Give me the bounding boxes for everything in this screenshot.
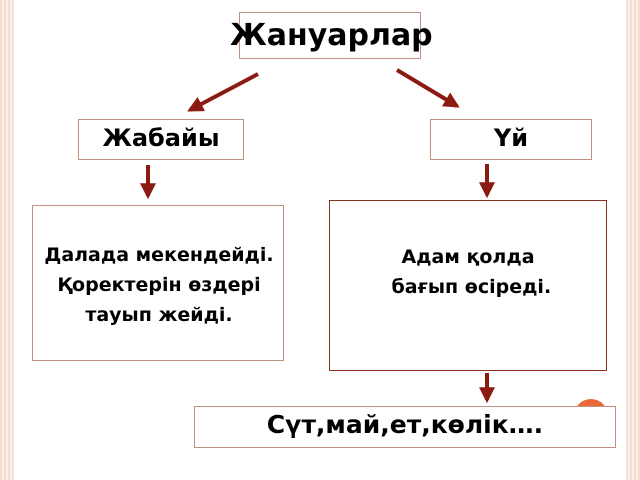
domestic-node-box (430, 119, 592, 160)
root-node-label: Жануарлар (230, 18, 433, 53)
arrow-root-to-domestic (395, 68, 460, 108)
left-decorative-stripe (0, 0, 14, 480)
domestic-description-text: Адам қолда бағып өсіреді. (391, 246, 552, 298)
wild-description-text: Далада мекендейді. Қоректерін өздері тау… (44, 244, 274, 326)
domestic-node-label: Үй (493, 124, 529, 152)
root-node-box (239, 12, 421, 59)
arrow-root-to-wild (187, 72, 259, 112)
right-decorative-stripe (626, 0, 640, 480)
wild-description-box (32, 205, 284, 361)
wild-node-box (78, 119, 244, 160)
result-node-box (194, 406, 616, 448)
result-node-label: Сүт,май,ет,көлік…. (266, 410, 544, 439)
domestic-description-box (329, 200, 607, 371)
wild-node-label: Жабайы (102, 124, 220, 152)
